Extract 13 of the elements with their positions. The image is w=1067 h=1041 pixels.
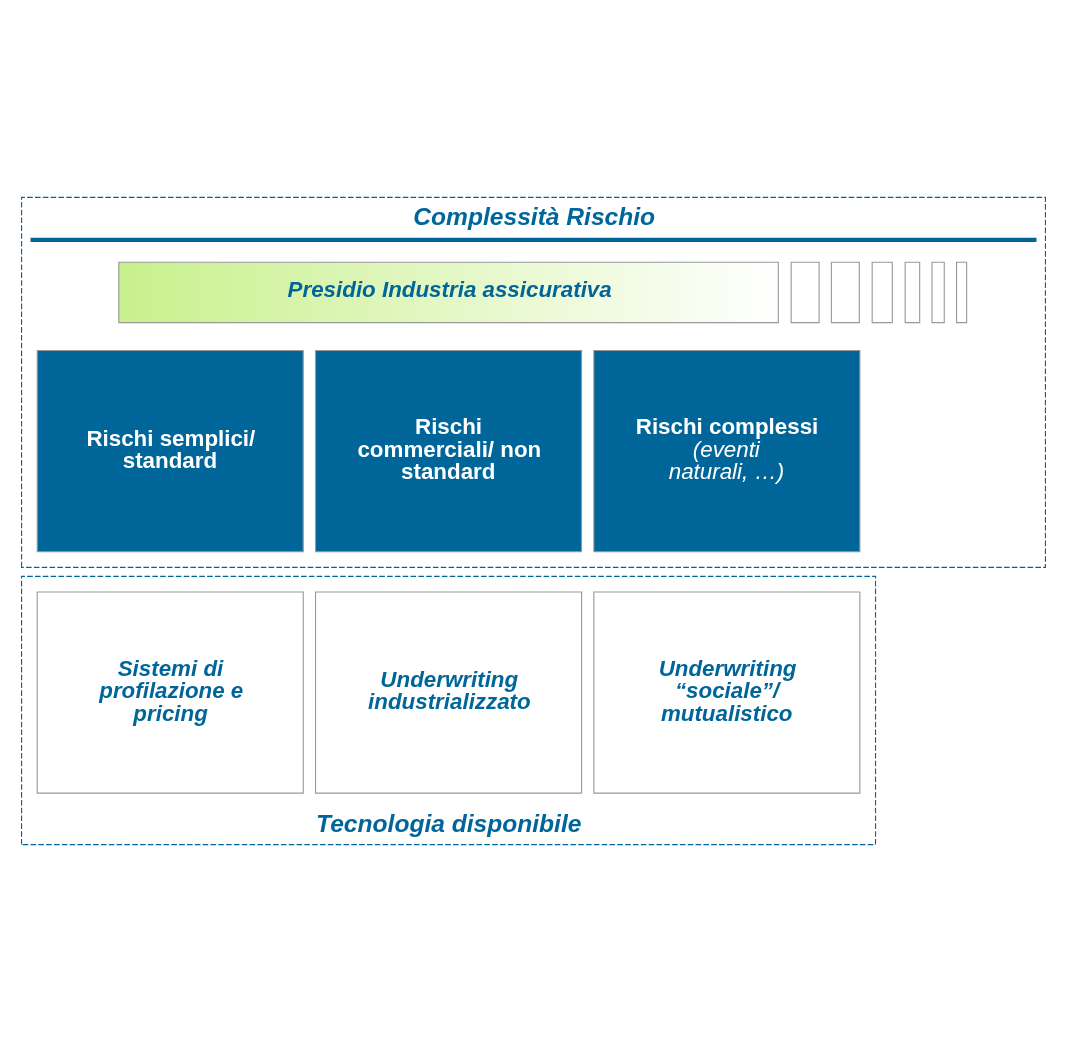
node-box: Rischi semplici/ standard: [36, 349, 304, 552]
node-box: [830, 261, 860, 323]
node-box: [871, 261, 893, 323]
node-box: Rischi commerciali/ non standard: [315, 349, 583, 552]
node-box: Underwriting “sociale”/ mutualistico: [593, 590, 861, 794]
node-box: Presidio Industria assicurativa: [118, 261, 779, 323]
node-box: [904, 261, 921, 323]
node-box: Sistemi di profilazione e pricing: [36, 590, 304, 794]
node-box: [956, 261, 968, 323]
node-box: Rischi complessi (eventi naturali, …): [593, 349, 861, 552]
node-box: Underwriting industrializzato: [315, 590, 583, 794]
node-box: [790, 261, 820, 323]
node-box: [931, 261, 945, 323]
